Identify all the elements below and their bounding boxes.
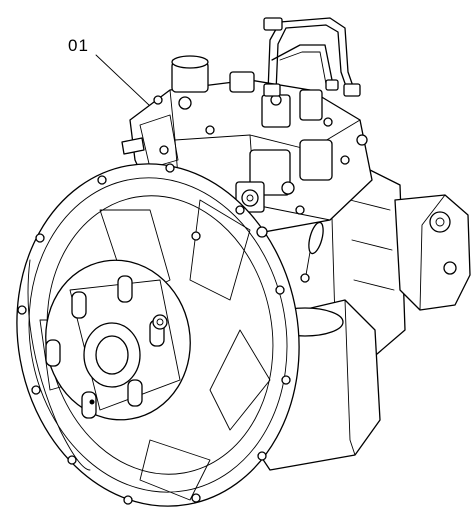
side-flange [394, 194, 471, 311]
gauge-ports [191, 181, 295, 241]
callout-label: 01 [68, 36, 89, 55]
hydraulic-tubes [263, 17, 361, 97]
coupling-hub [45, 259, 191, 421]
callout-leader-line [95, 54, 151, 107]
lifting-eye [300, 221, 324, 283]
